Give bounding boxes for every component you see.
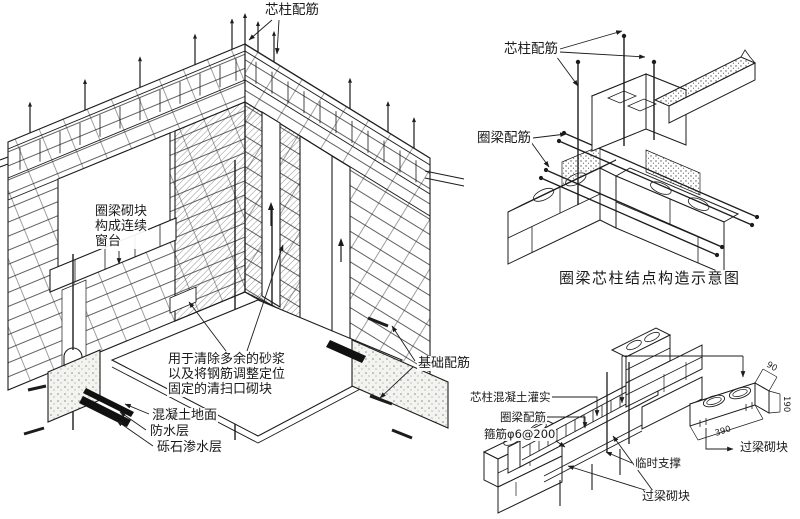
dim-height-190: 190	[781, 396, 791, 412]
label-cleanout-line2: 以及将钢筋调整定位	[168, 367, 286, 382]
label-core-column-rebar-joint: 芯柱配筋	[503, 41, 559, 58]
dimension-lines	[689, 368, 781, 441]
label-sill-line1: 圈梁砌块	[95, 204, 148, 219]
label-cleanout-line3: 固定的清扫口砌块	[168, 382, 273, 397]
label-foundation-rebar: 基础配筋	[417, 356, 472, 372]
label-ring-beam-rebar-joint: 圈梁配筋	[476, 130, 532, 147]
joint-detail-title: 圈梁芯柱结点构造示意图	[558, 269, 742, 288]
label-waterproof-layer: 防水层	[149, 424, 191, 440]
dimension-texts: 90 190 390	[714, 360, 791, 439]
main-leader-lines	[116, 19, 416, 447]
label-gravel-layer: 砾石渗水层	[156, 440, 224, 456]
label-sill-line3: 窗台	[95, 234, 122, 249]
label-lintel-block-wall: 过梁砌块	[641, 489, 692, 504]
label-sill-block: 圈梁砌块 构成连续 窗台	[94, 204, 149, 249]
label-core-column-rebar-main: 芯柱配筋	[264, 2, 320, 19]
label-temporary-support: 临时支撑	[634, 456, 682, 471]
label-cleanout-block: 用于清除多余的砂浆 以及将钢筋调整定位 固定的清扫口砌块	[167, 352, 287, 397]
label-core-grout: 芯柱混凝土灌实	[469, 390, 552, 405]
dim-width-90: 90	[765, 360, 779, 374]
label-concrete-floor: 混凝土地面	[151, 408, 219, 424]
dim-length-390: 390	[714, 424, 733, 439]
lintel-installation-drawing	[482, 327, 781, 514]
label-stirrup-spec: 箍筋φ6@200	[483, 427, 557, 442]
label-sill-line2: 构成连续	[95, 219, 148, 234]
label-ring-beam-rebar-lintel: 圈梁配筋	[499, 410, 547, 425]
joint-leader-lines	[530, 30, 646, 168]
ring-beam-core-column-joint-drawing	[507, 33, 760, 275]
label-cleanout-line1: 用于清除多余的砂浆	[168, 352, 286, 367]
label-lintel-block-detail: 过梁砌块	[739, 440, 790, 455]
